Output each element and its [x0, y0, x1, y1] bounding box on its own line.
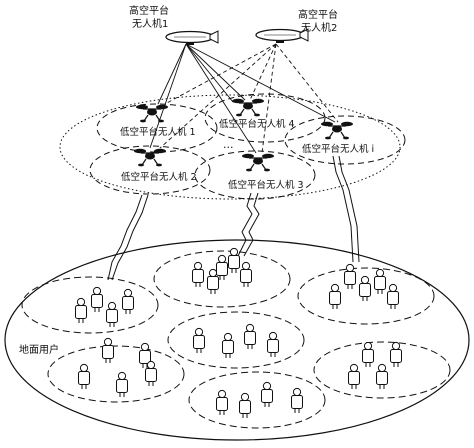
hap-1-label-line2: 无人机1: [132, 17, 168, 30]
uav-3-label: 低空平台无人机 3: [228, 179, 304, 191]
hap-2: 高空平台 无人机2: [255, 8, 338, 44]
uav-2-label: 低空平台无人机 2: [121, 171, 197, 183]
ground-cell: [47, 345, 185, 403]
ground-cell: [21, 276, 159, 334]
person-icon: [291, 387, 303, 414]
person-icon: [192, 261, 204, 288]
hap-2-label-line1: 高空平台: [298, 8, 338, 21]
quadcopter-icon: [320, 121, 354, 140]
uav-i: 低空平台无人机 i: [302, 121, 374, 155]
person-icon: [329, 283, 341, 310]
person-icon: [91, 286, 103, 313]
ground-users: [75, 247, 402, 419]
uav-coverage: [284, 115, 406, 165]
uav-4: 低空平台无人机 4: [219, 98, 295, 130]
low-altitude-region: [59, 94, 401, 200]
hap-1: 高空平台 无人机1: [129, 4, 219, 46]
person-icon: [376, 363, 388, 390]
uav-1-label: 低空平台无人机 1: [120, 126, 196, 138]
person-icon: [145, 360, 157, 387]
ground-cell: [167, 311, 305, 369]
ground-users-region: [4, 239, 470, 441]
uav-ellipsis: ...: [223, 138, 234, 151]
ground-cell: [297, 267, 435, 325]
uav-i-label: 低空平台无人机 i: [302, 143, 374, 155]
person-icon: [362, 341, 374, 368]
uav-1: 低空平台无人机 1: [120, 104, 196, 138]
hap1-links: [149, 43, 336, 154]
lightning-links: [107, 155, 360, 281]
uav-4-label: 低空平台无人机 4: [219, 118, 295, 130]
hap2-links: [159, 43, 339, 154]
person-icon: [78, 363, 90, 390]
ground-cell: [188, 371, 326, 429]
hap-2-label-line2: 无人机2: [301, 21, 337, 34]
person-icon: [390, 341, 402, 368]
low-altitude-cells: [89, 93, 406, 200]
uav-coverage: [194, 150, 316, 200]
person-icon: [267, 331, 279, 358]
person-icon: [75, 297, 87, 324]
uav-2: 低空平台无人机 2: [121, 148, 197, 183]
lightning-link-icon: [332, 155, 360, 263]
quadcopter-icon: [241, 153, 275, 172]
person-icon: [374, 268, 386, 295]
lightning-link-icon: [107, 194, 149, 281]
ground-users-label: 地面用户: [19, 343, 59, 356]
quadcopter-icon: [231, 98, 265, 118]
ground-cell: [153, 250, 291, 308]
ground-cells: [21, 250, 451, 429]
quadcopter-icon: [135, 104, 169, 124]
person-icon: [239, 392, 251, 419]
quadcopter-icon: [133, 148, 167, 167]
person-icon: [261, 381, 273, 408]
hap-1-label-line1: 高空平台: [129, 4, 169, 17]
lightning-link-icon: [237, 192, 260, 257]
uav-3: 低空平台无人机 3: [228, 153, 304, 191]
airship-icon: [165, 30, 219, 46]
uav-coverage: [96, 103, 218, 153]
person-icon: [222, 332, 234, 359]
person-icon: [344, 263, 356, 290]
person-icon: [193, 327, 205, 354]
ground-cell: [313, 341, 451, 399]
person-icon: [228, 247, 240, 274]
person-icon: [216, 389, 228, 416]
uav-coverage: [204, 93, 326, 143]
person-icon: [216, 254, 228, 281]
person-icon: [116, 371, 128, 398]
person-icon: [244, 323, 256, 350]
person-icon: [359, 275, 371, 302]
person-icon: [106, 301, 118, 328]
person-icon: [122, 288, 134, 315]
uav-coverage: [89, 145, 211, 195]
person-icon: [387, 283, 399, 310]
person-icon: [240, 261, 252, 288]
person-icon: [348, 363, 360, 390]
person-icon: [102, 337, 114, 364]
